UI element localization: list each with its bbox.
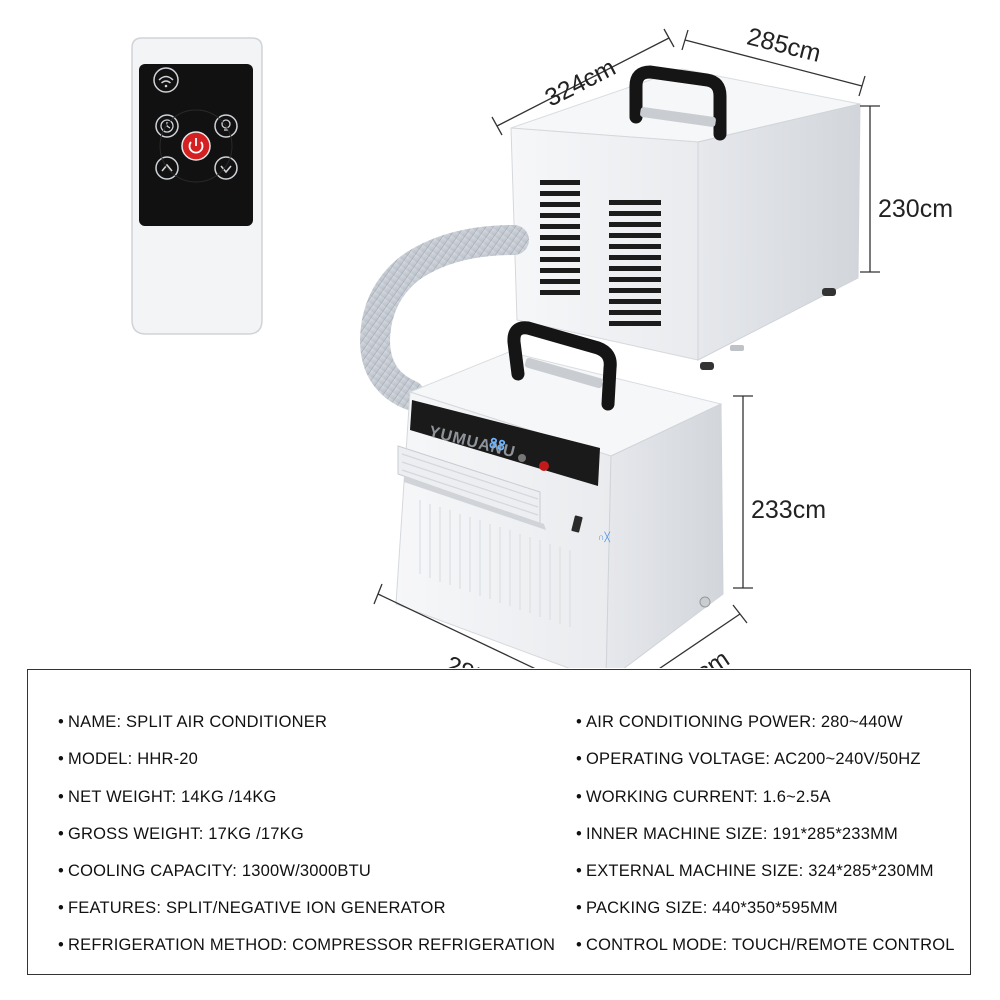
spec-box: •NAME: SPLIT AIR CONDITIONER •MODEL: HHR… [27,669,971,975]
product-svg: YUMUANU 88 [131,23,953,712]
chevron-down-icon [214,156,238,180]
spec-text: PACKING SIZE: 440*350*595MM [586,899,838,917]
spec-text: FEATURES: SPLIT/NEGATIVE ION GENERATOR [68,899,446,917]
dim-outdoor-width: 285cm [744,23,824,68]
spec-text: COOLING CAPACITY: 1300W/3000BTU [68,862,371,880]
spec-text: EXTERNAL MACHINE SIZE: 324*285*230MM [586,862,934,880]
spec-text: NET WEIGHT: 14KG /14KG [68,788,277,806]
spec-item: •INNER MACHINE SIZE: 191*285*233MM [576,825,898,843]
spec-item: •REFRIGERATION METHOD: COMPRESSOR REFRIG… [58,936,556,954]
spec-text: AIR CONDITIONING POWER: 280~440W [586,713,903,731]
spec-item: •NAME: SPLIT AIR CONDITIONER [58,713,328,731]
wifi-icon [153,67,179,93]
spec-text: CONTROL MODE: TOUCH/REMOTE CONTROL [586,936,955,954]
spec-text: GROSS WEIGHT: 17KG /17KG [68,825,304,843]
intake-grille [419,500,571,627]
connection-hose [359,225,529,410]
spec-item: •PACKING SIZE: 440*350*595MM [576,899,838,917]
spec-item: •OPERATING VOLTAGE: AC200~240V/50HZ [576,750,921,768]
mode-icon [518,454,526,462]
svg-text:∩╳: ∩╳ [598,531,610,543]
indoor-handle [507,321,617,411]
chevron-up-icon [155,156,179,180]
spec-item: •NET WEIGHT: 14KG /14KG [58,788,277,806]
dim-indoor-depth: 191cm [657,645,735,668]
clock-icon [155,114,179,138]
dim-outdoor-height: 230cm [878,195,953,223]
spec-item: •WORKING CURRENT: 1.6~2.5A [576,788,831,806]
outdoor-vent-right [609,200,661,326]
spec-text: INNER MACHINE SIZE: 191*285*233MM [586,825,898,843]
outdoor-handle [629,65,727,141]
outdoor-unit [510,65,861,370]
spec-item: •EXTERNAL MACHINE SIZE: 324*285*230MM [576,862,934,880]
bulb-icon [214,114,238,138]
spec-item: •CONTROL MODE: TOUCH/REMOTE CONTROL [576,936,955,954]
spec-item: •GROSS WEIGHT: 17KG /17KG [58,825,304,843]
spec-text: WORKING CURRENT: 1.6~2.5A [586,788,831,806]
outdoor-vent-left [540,180,580,295]
spec-item: •MODEL: HHR-20 [58,750,199,768]
spec-text: REFRIGERATION METHOD: COMPRESSOR REFRIGE… [68,936,556,954]
product-illustration: YUMUANU 88 [131,23,953,712]
spec-item: •AIR CONDITIONING POWER: 280~440W [576,713,903,731]
spec-text: NAME: SPLIT AIR CONDITIONER [68,713,328,731]
spec-text: OPERATING VOLTAGE: AC200~240V/50HZ [586,750,921,768]
temperature-display: 88 [487,435,507,455]
spec-item: •COOLING CAPACITY: 1300W/3000BTU [58,862,371,880]
indoor-unit: YUMUANU 88 [395,321,724,684]
power-indicator-icon [539,461,549,471]
spec-item: •FEATURES: SPLIT/NEGATIVE ION GENERATOR [58,899,446,917]
dim-indoor-height: 233cm [751,496,826,524]
spec-text: MODEL: HHR-20 [68,750,199,768]
remote-control [131,37,263,335]
power-icon [181,131,211,161]
dim-indoor-width: 285cm [441,651,521,668]
